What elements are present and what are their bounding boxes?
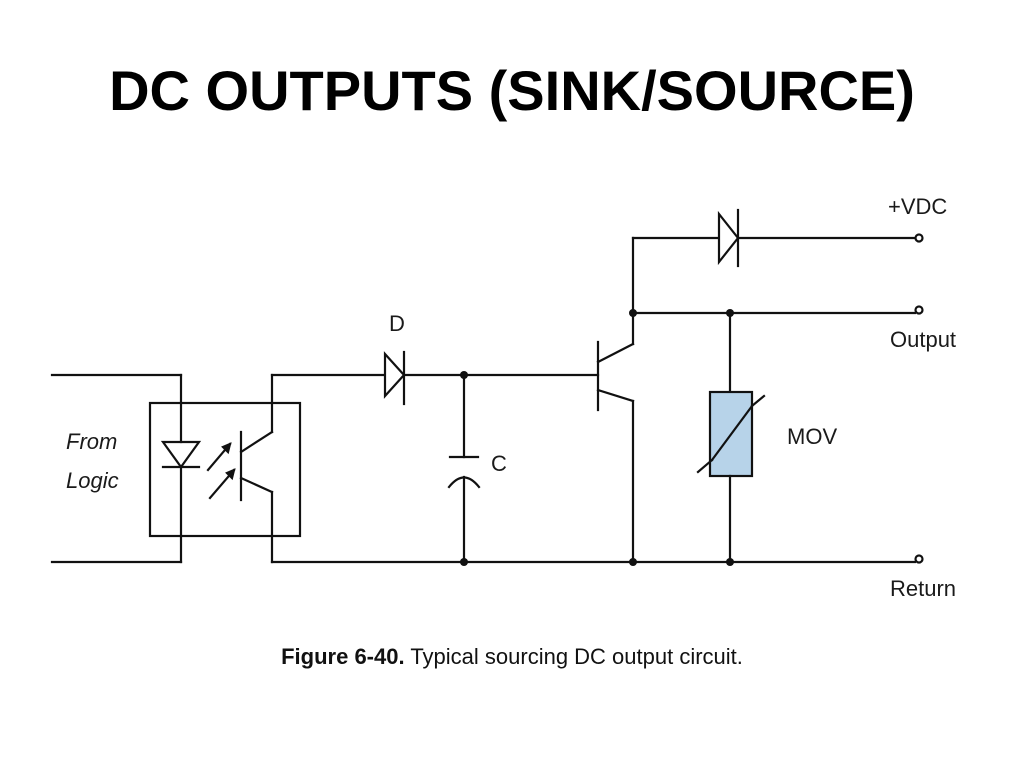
output-terminal (914, 305, 924, 315)
figure-number: Figure 6-40. (281, 644, 405, 669)
led-icon (160, 401, 202, 538)
figure-caption: Figure 6-40. Typical sourcing DC output … (0, 644, 1024, 670)
from-label: From (66, 429, 117, 454)
slide-title: DC OUTPUTS (SINK/SOURCE) (109, 59, 915, 122)
mov-label: MOV (787, 424, 837, 449)
vdc-label: +VDC (888, 194, 947, 219)
transistor-icon (596, 236, 635, 564)
junction-dots (460, 309, 734, 566)
figure-text: Typical sourcing DC output circuit. (410, 644, 743, 669)
capacitor-icon (447, 373, 481, 564)
return-terminal (914, 554, 924, 564)
phototransistor-icon (239, 373, 274, 564)
vdc-terminal (914, 233, 924, 243)
output-label: Output (890, 327, 956, 352)
diode-icon (383, 350, 406, 406)
return-label: Return (890, 576, 956, 601)
light-arrows-icon (206, 442, 236, 500)
supply-diode-icon (717, 208, 740, 268)
capacitor-label: C (491, 451, 507, 476)
mov-icon (696, 311, 766, 564)
diode-label: D (389, 311, 405, 336)
optocoupler-box (148, 401, 302, 538)
input-wires (50, 373, 183, 564)
logic-label: Logic (66, 468, 119, 493)
